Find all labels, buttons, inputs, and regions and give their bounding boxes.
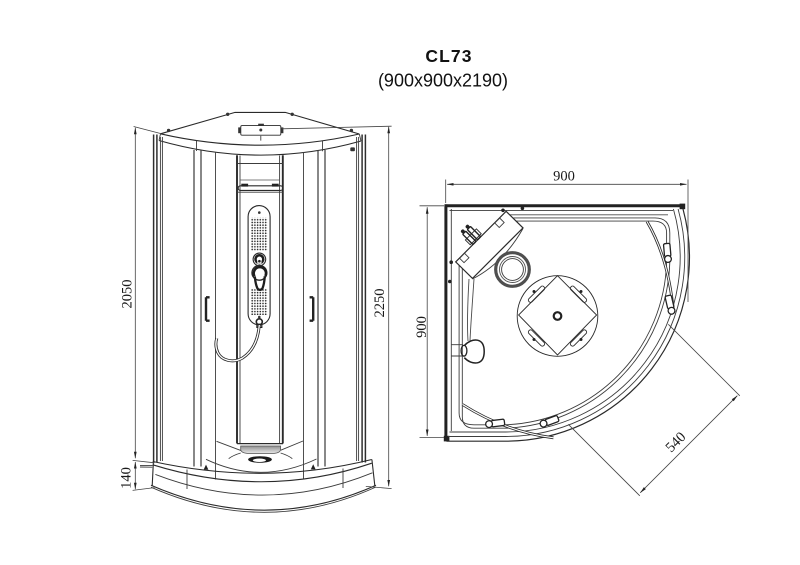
svg-text:CL73: CL73 [425, 46, 472, 66]
svg-text:900: 900 [553, 169, 575, 185]
svg-text:2250: 2250 [372, 289, 388, 318]
svg-text:(900x900x2190): (900x900x2190) [378, 71, 508, 91]
svg-text:2050: 2050 [120, 280, 136, 309]
svg-text:140: 140 [118, 467, 134, 489]
svg-text:900: 900 [414, 316, 430, 338]
